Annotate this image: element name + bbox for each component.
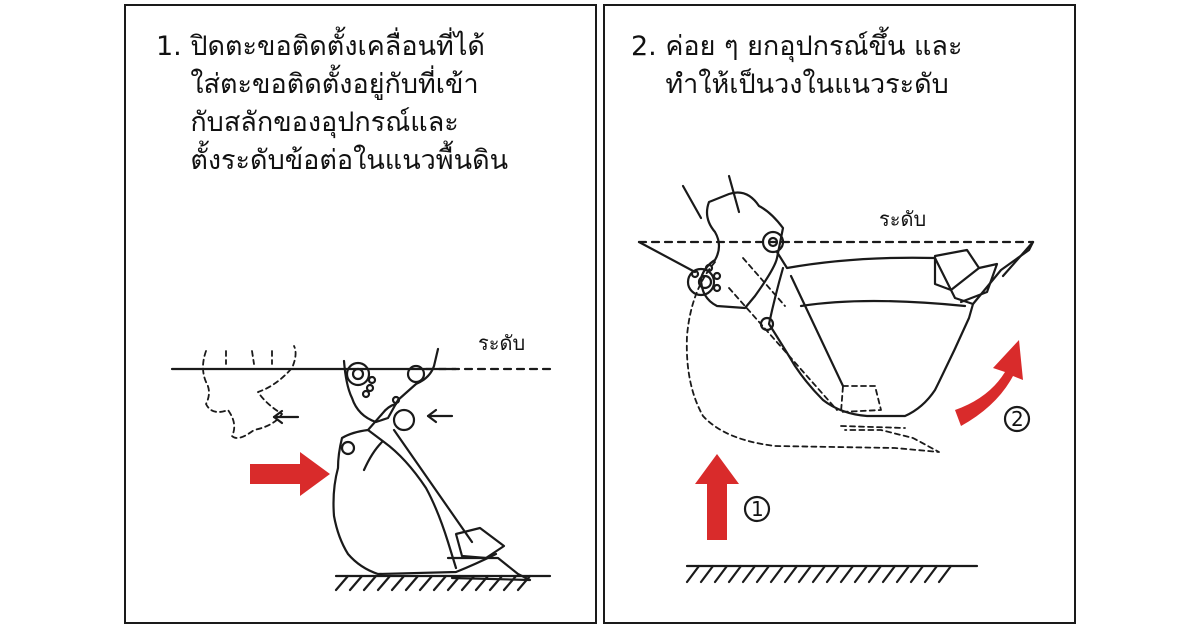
- step-marker-1: [743, 495, 771, 523]
- step-marker-2: [1003, 405, 1031, 433]
- small-arrow-icon: [426, 408, 454, 424]
- previous-bucket-outline: [685, 257, 940, 453]
- bucket-icon: [759, 240, 1035, 418]
- previous-hook-outline: [202, 345, 297, 439]
- level-label: ระดับ: [879, 207, 926, 231]
- step-marker-2-label: 2: [1011, 407, 1024, 431]
- step-1-illustration: ระดับ: [170, 331, 552, 592]
- hook-closed-icon: [342, 347, 440, 424]
- ground-hatch-icon: [685, 564, 979, 584]
- step-marker-1-label: 1: [751, 497, 764, 521]
- step-2-illustration: 1 2 ระดับ: [637, 174, 1035, 584]
- curl-arrow-icon: [955, 340, 1023, 426]
- level-label: ระดับ: [478, 331, 525, 355]
- step-2-panel: 2. ค่อย ๆ ยกอุปกรณ์ขึ้น และ ทำให้เป็นวงใ…: [603, 4, 1076, 624]
- step-1-panel: 1. ปิดตะขอติดตั้งเคลื่อนที่ได้ ใส่ตะขอติ…: [124, 4, 597, 624]
- push-arrow-icon: [250, 452, 330, 496]
- step-1-instruction: 1. ปิดตะขอติดตั้งเคลื่อนที่ได้ ใส่ตะขอติ…: [156, 31, 509, 176]
- ground-hatch-icon: [334, 574, 552, 592]
- hook-closed-icon: [686, 191, 785, 310]
- small-arrow-icon: [272, 409, 300, 425]
- step-2-instruction: 2. ค่อย ๆ ยกอุปกรณ์ขึ้น และ ทำให้เป็นวงใ…: [631, 31, 963, 100]
- bucket-icon: [332, 402, 532, 582]
- lift-arrow-icon: [695, 454, 739, 540]
